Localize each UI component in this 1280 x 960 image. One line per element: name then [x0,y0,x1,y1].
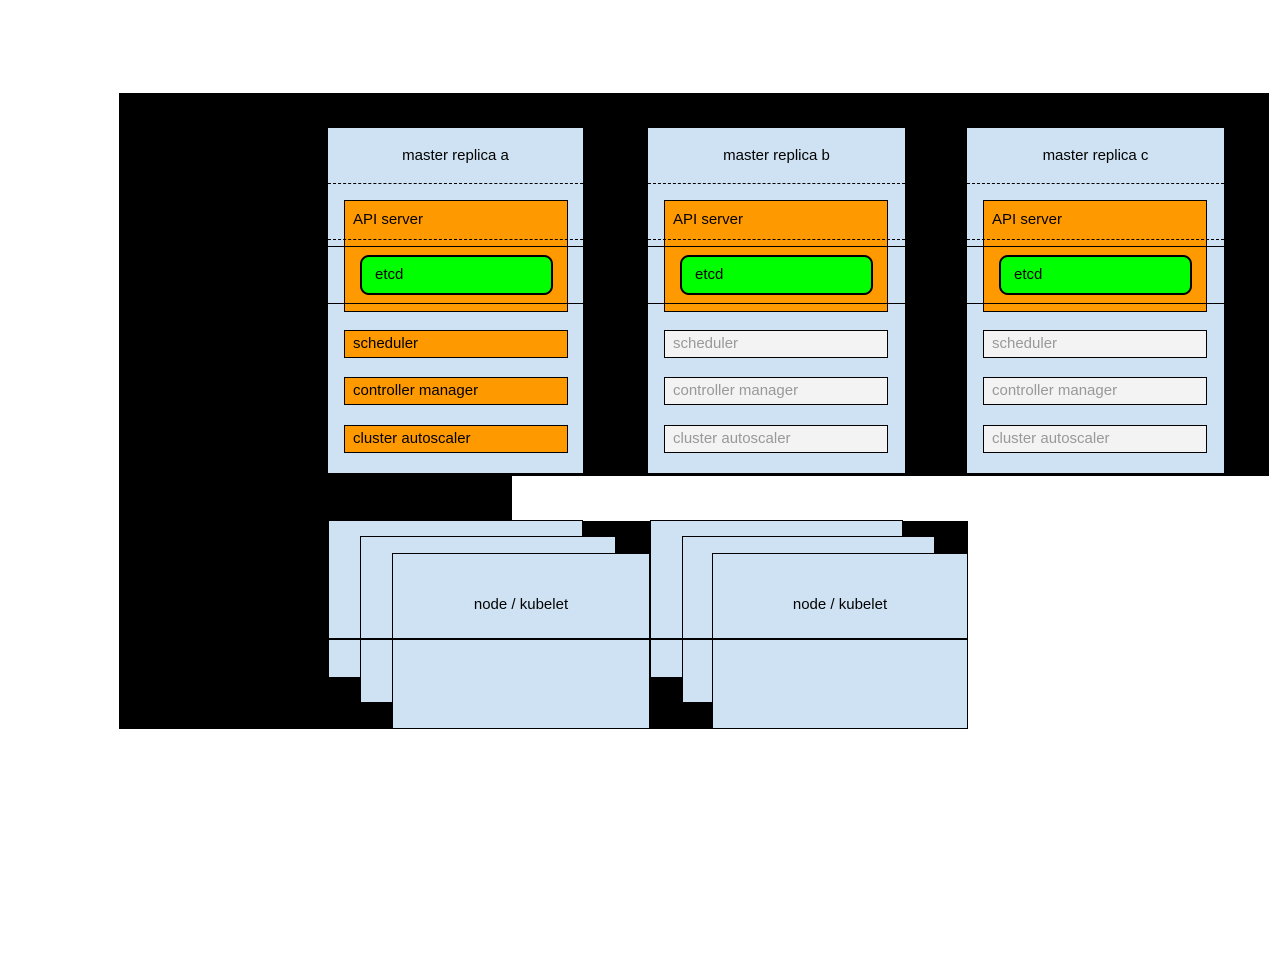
master-replica-b-panel: master replica b API server etcd schedul… [648,128,905,473]
solid-divider [648,246,905,247]
scheduler-box: scheduler [983,330,1207,358]
solid-divider [328,303,583,304]
scheduler-box: scheduler [344,330,568,358]
node-kubelet-label: node / kubelet [792,596,888,613]
black-background-left-notch [119,476,512,521]
api-server-label: API server [353,211,424,228]
dashed-divider [967,183,1224,184]
solid-divider [328,246,583,247]
etcd-box: etcd [999,255,1192,295]
cluster-autoscaler-box: cluster autoscaler [344,425,568,453]
controller-manager-box: controller manager [983,377,1207,405]
dashed-divider [328,239,583,240]
cluster-autoscaler-box: cluster autoscaler [664,425,888,453]
api-server-label: API server [992,211,1063,228]
dashed-divider [328,183,583,184]
master-replica-c-panel: master replica c API server etcd schedul… [967,128,1224,473]
master-replica-b-title: master replica b [723,147,830,164]
cluster-autoscaler-box: cluster autoscaler [983,425,1207,453]
api-server-label: API server [673,211,744,228]
solid-divider [967,246,1224,247]
dashed-divider [648,183,905,184]
node-stack1-front-box: node / kubelet [392,553,650,729]
etcd-box: etcd [680,255,873,295]
master-replica-a-title: master replica a [402,147,509,164]
etcd-box: etcd [360,255,553,295]
dashed-divider [967,239,1224,240]
controller-manager-box: controller manager [664,377,888,405]
node-kubelet-label: node / kubelet [473,596,569,613]
solid-divider [648,303,905,304]
controller-manager-box: controller manager [344,377,568,405]
master-replica-c-title: master replica c [1042,147,1149,164]
master-replica-a-panel: master replica a API server etcd schedul… [328,128,583,473]
scheduler-box: scheduler [664,330,888,358]
node-title-separator-line [328,638,968,640]
dashed-divider [648,239,905,240]
solid-divider [967,303,1224,304]
node-stack2-front-box: node / kubelet [712,553,968,729]
